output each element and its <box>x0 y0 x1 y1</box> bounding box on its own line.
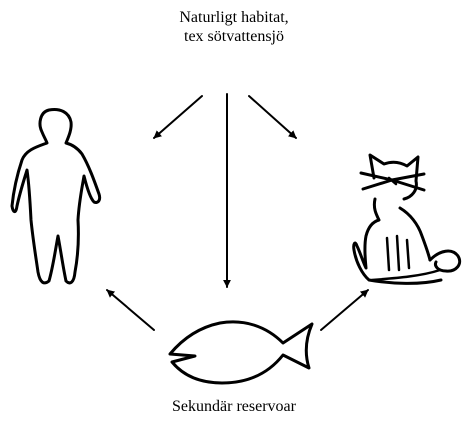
cat-icon <box>354 155 460 283</box>
arrow-habitat-to-cat <box>249 96 296 138</box>
arrow-habitat-to-human <box>154 96 202 138</box>
arrows <box>107 94 368 330</box>
human-figure-icon <box>12 110 100 283</box>
fish-icon <box>170 322 312 383</box>
arrow-fish-to-cat <box>321 290 368 330</box>
arrow-fish-to-human <box>107 290 154 330</box>
